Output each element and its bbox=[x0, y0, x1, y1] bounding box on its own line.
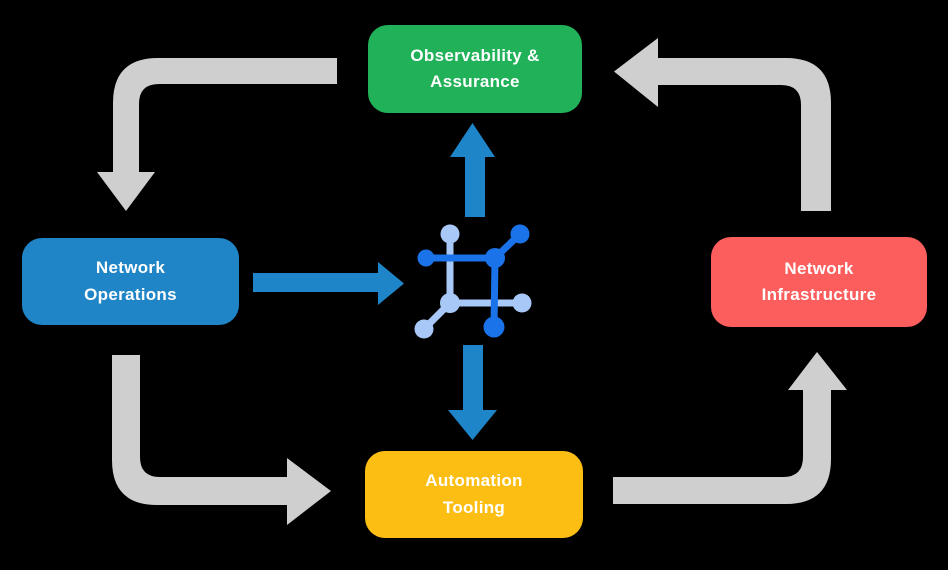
arrow-operations-to-tooling bbox=[112, 355, 331, 525]
node-observability-assurance-label: Observability & Assurance bbox=[410, 45, 540, 91]
node-network-infrastructure: Network Infrastructure bbox=[711, 237, 927, 327]
node-network-operations: Network Operations bbox=[22, 238, 239, 325]
node-network-operations-label: Network Operations bbox=[84, 258, 177, 304]
node-network-infrastructure-label: Network Infrastructure bbox=[761, 258, 877, 304]
hub-icon-dark-part bbox=[417, 224, 530, 338]
arrow-observability-to-operations bbox=[97, 58, 337, 211]
node-automation-tooling-label: Automation Tooling bbox=[425, 471, 523, 517]
arrow-infrastructure-to-observability bbox=[614, 38, 831, 211]
arrow-hub-to-observability bbox=[450, 123, 495, 217]
node-automation-tooling: Automation Tooling bbox=[365, 451, 583, 538]
node-observability-assurance: Observability & Assurance bbox=[368, 25, 582, 113]
network-automation-hub-icon bbox=[414, 224, 532, 339]
arrow-operations-to-hub bbox=[253, 262, 404, 305]
arrow-hub-to-tooling bbox=[448, 345, 497, 440]
arrow-tooling-to-infrastructure bbox=[613, 352, 847, 504]
